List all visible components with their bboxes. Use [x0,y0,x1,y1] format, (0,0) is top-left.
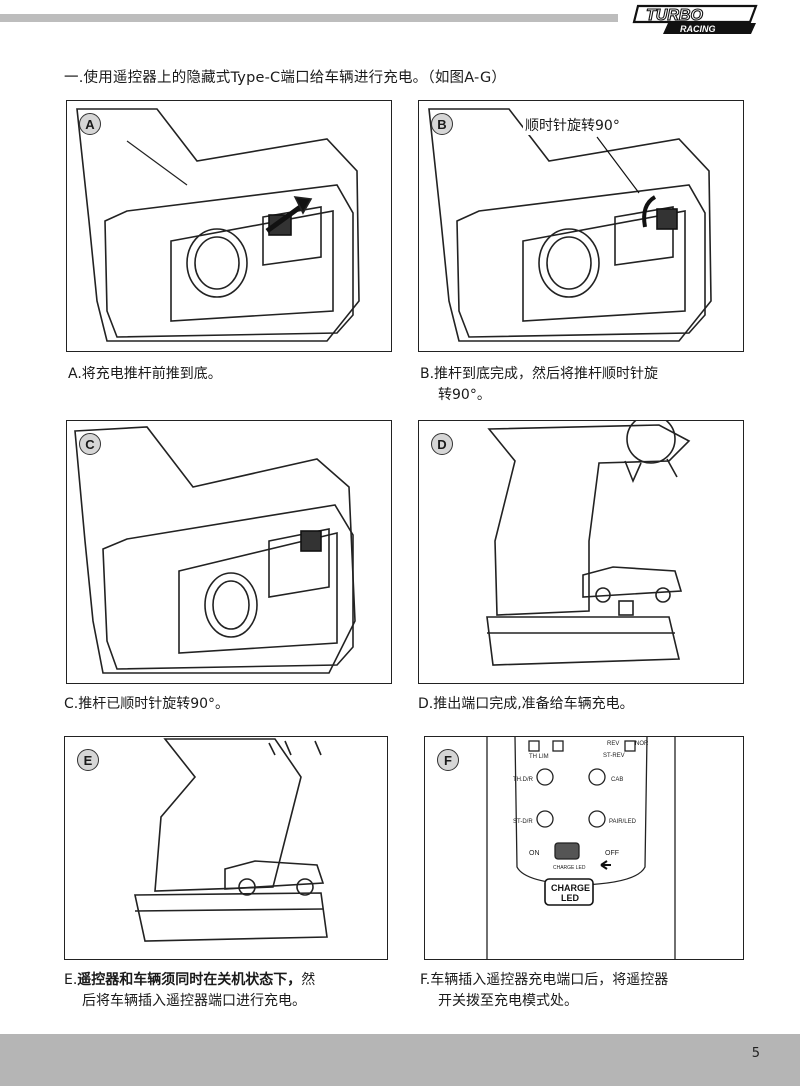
figure-b-caption-line1: B.推杆到底完成，然后将推杆顺时针旋 [420,366,659,382]
figure-b-caption: B.推杆到底完成，然后将推杆顺时针旋 转90°。 [420,364,658,406]
transmitter-with-car-illustration-d [486,421,691,666]
page-number: 5 [751,1046,760,1061]
pair-led-label: PAIR/LED [609,819,637,825]
figure-a: A [66,100,392,352]
figure-e-caption-prefix: E. [64,972,78,988]
th-dr-label: TH.D/R [513,777,534,783]
figure-b-caption-line2: 转90°。 [438,387,491,403]
figure-e-caption-warning: 遥控器和车辆须同时在关机状态下， [77,972,302,988]
rotation-callout: 顺时针旋转90° [523,115,622,135]
figure-f: TH LIM REV NOR ST-REV TH.D/R CAB ST-D/R … [424,736,744,960]
on-label: ON [529,850,540,857]
figure-d-badge: D [431,433,453,455]
figure-f-caption: F.车辆插入遥控器充电端口后，将遥控器 开关拨至充电模式处。 [420,970,668,1012]
charge-led-small-label: CHARGE LED [553,865,586,871]
led-label: LED [561,893,580,903]
charge-label: CHARGE [551,883,590,893]
figure-b-badge: B [431,113,453,135]
figure-f-caption-line1: F.车辆插入遥控器充电端口后，将遥控器 [420,972,669,988]
logo-text-top: TURBO [646,7,703,24]
figure-e-caption: E.遥控器和车辆须同时在关机状态下，然 后将车辆插入遥控器端口进行充电。 [64,970,315,1012]
figure-a-caption: A.将充电推杆前推到底。 [68,366,222,382]
rev-label: REV [607,741,619,747]
header-rule [0,14,618,22]
footer-bar: 5 [0,1034,800,1086]
cab-label: CAB [611,777,623,783]
nor-label: NOR [635,741,649,747]
st-dr-label: ST-D/R [513,819,533,825]
figure-c: C [66,420,392,684]
figure-b: B 顺时针旋转90° [418,100,744,352]
car-plugged-transmitter-illustration-e [134,738,328,942]
figure-d-caption: D.推出端口完成,准备给车辆充电。 [418,696,634,712]
figure-a-badge: A [79,113,101,135]
figure-c-badge: C [79,433,101,455]
logo-text-bottom: RACING [680,24,716,34]
figure-d: D [418,420,744,684]
th-lim-label: TH LIM [529,754,549,760]
transmitter-illustration-a [76,108,360,342]
off-label: OFF [605,850,619,857]
turbo-racing-logo: TURBO RACING [632,4,758,34]
transmitter-illustration-b [428,108,712,342]
st-rev-label: ST-REV [603,753,625,759]
transmitter-illustration-c [74,426,356,674]
figure-e: E [64,736,388,960]
transmitter-panel-illustration-f: TH LIM REV NOR ST-REV TH.D/R CAB ST-D/R … [486,737,676,959]
figure-c-caption: C.推杆已顺时针旋转90°。 [64,696,230,712]
figure-e-badge: E [77,749,99,771]
figure-e-caption-line2: 后将车辆插入遥控器端口进行充电。 [82,993,306,1009]
figure-f-badge: F [437,749,459,771]
figure-f-caption-line2: 开关拨至充电模式处。 [438,993,578,1009]
figure-e-caption-line1-rest: 然 [301,972,316,988]
intro-instruction: 一.使用遥控器上的隐藏式Type-C端口给车辆进行充电。（如图A-G） [64,70,507,86]
